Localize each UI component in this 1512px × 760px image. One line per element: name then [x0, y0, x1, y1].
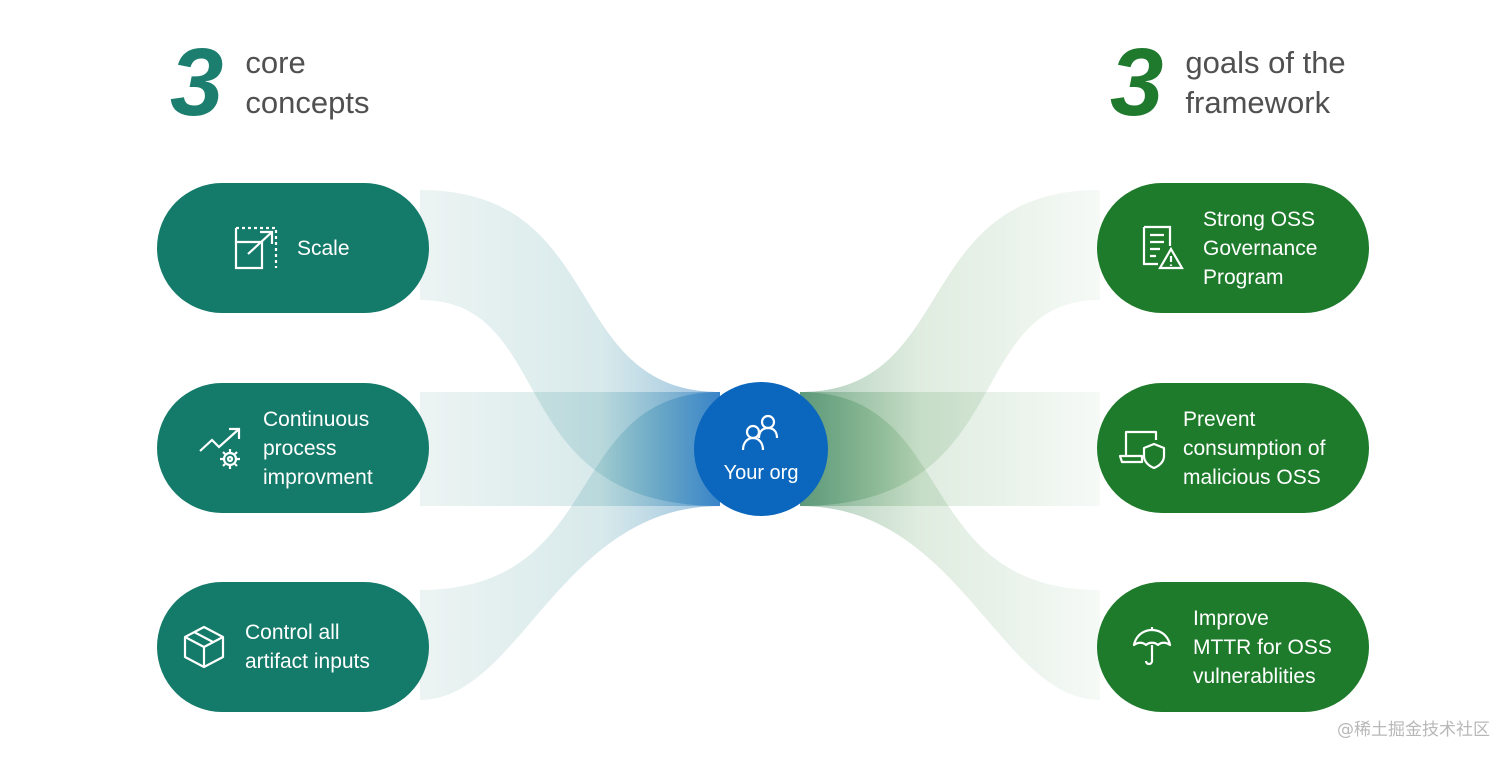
concepts-count: 3	[170, 29, 224, 136]
process-improvement-icon	[197, 423, 247, 473]
concept-scale: Scale	[157, 183, 429, 313]
goals-heading-line2: framework	[1185, 85, 1331, 120]
flow-control-inputs	[420, 392, 720, 700]
governance-document-icon	[1137, 223, 1187, 273]
goal-prevent-line2: consumption of	[1183, 436, 1326, 460]
your-org-node: Your org	[694, 382, 828, 516]
goal-governance-line2: Governance	[1203, 236, 1318, 260]
people-icon	[738, 413, 784, 458]
goal-prevent-line1: Prevent	[1183, 407, 1256, 431]
box-icon	[179, 622, 229, 672]
goal-improve-mttr: Improve MTTR for OSS vulnerablities	[1097, 582, 1369, 712]
concept-cpi-line2: process	[263, 436, 337, 460]
your-org-label: Your org	[723, 462, 799, 484]
laptop-shield-icon	[1117, 423, 1167, 473]
goals-count: 3	[1110, 29, 1164, 136]
goal-governance-line1: Strong OSS	[1203, 207, 1316, 231]
concept-scale-line1: Scale	[297, 236, 350, 260]
goal-prevent-malicious: Prevent consumption of malicious OSS	[1097, 383, 1369, 513]
goal-prevent-line3: malicious OSS	[1183, 465, 1321, 489]
goal-governance-line3: Program	[1203, 265, 1284, 289]
concept-cpi-line3: improvment	[263, 465, 373, 489]
concept-cpi-line1: Continuous	[263, 407, 370, 431]
concept-control-line1: Control all	[245, 621, 340, 644]
concept-continuous-process: Continuous process improvment	[157, 383, 429, 513]
goals-heading: 3 goals of the framework	[1110, 35, 1346, 131]
umbrella-icon	[1127, 622, 1177, 672]
goal-mttr-line3: vulnerablities	[1193, 664, 1316, 688]
goal-mttr-line2: MTTR for OSS	[1193, 635, 1332, 659]
goals-heading-line1: goals of the	[1185, 45, 1346, 80]
concepts-heading-line2: concepts	[245, 85, 370, 120]
watermark: @稀土掘金技术社区	[1337, 720, 1490, 740]
scale-icon	[231, 223, 281, 273]
concepts-heading: 3 core concepts	[170, 35, 369, 131]
goal-governance: Strong OSS Governance Program	[1097, 183, 1369, 313]
concept-control-inputs: Control all artifact inputs	[157, 582, 429, 712]
goal-mttr-line1: Improve	[1193, 606, 1269, 630]
concept-control-line2: artifact inputs	[245, 650, 370, 673]
concepts-heading-line1: core	[245, 45, 306, 80]
flow-mttr	[800, 392, 1100, 700]
